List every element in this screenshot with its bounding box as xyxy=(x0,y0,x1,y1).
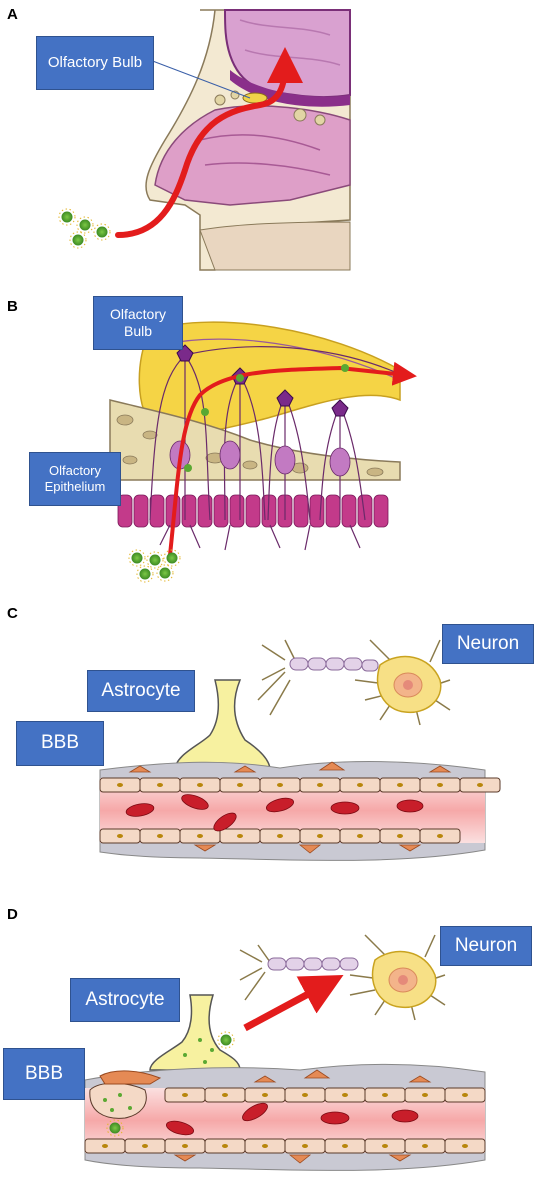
neuron-cell-illustration xyxy=(257,639,451,726)
panel-letter-d: D xyxy=(7,906,18,923)
label-olfactory-bulb-b: Olfactory Bulb xyxy=(93,296,183,350)
nanoparticle-icon xyxy=(146,551,164,569)
panel-letter-b: B xyxy=(7,298,18,315)
label-olfactory-epithelium-b: Olfactory Epithelium xyxy=(29,452,121,506)
label-astrocyte-c: Astrocyte xyxy=(87,670,195,712)
label-astrocyte-d: Astrocyte xyxy=(70,978,180,1022)
nanoparticle-icon xyxy=(156,564,174,582)
panel-c-bbb-intact xyxy=(99,639,501,861)
nanoparticle-icon xyxy=(136,565,154,583)
nanoparticle-icon xyxy=(58,208,76,226)
panel-d-bbb-disrupted xyxy=(84,934,486,1171)
label-bbb-d: BBB xyxy=(3,1048,85,1100)
nanoparticle-icon xyxy=(128,549,146,567)
panel-a-nasal-anatomy xyxy=(58,9,351,271)
panel-letter-c: C xyxy=(7,605,18,622)
nanoparticle-icon xyxy=(217,1031,235,1049)
label-olfactory-bulb-a: Olfactory Bulb xyxy=(36,36,154,90)
neuron-cell-illustration xyxy=(239,934,446,1021)
nanoparticle-icon xyxy=(76,216,94,234)
label-bbb-c: BBB xyxy=(16,721,104,766)
nanoparticle-icon xyxy=(69,231,87,249)
panel-letter-a: A xyxy=(7,6,18,23)
panel-b-olfactory-bulb-pathway xyxy=(109,321,417,583)
label-neuron-c: Neuron xyxy=(442,624,534,664)
label-neuron-d: Neuron xyxy=(440,926,532,966)
nanoparticle-icon xyxy=(93,223,111,241)
